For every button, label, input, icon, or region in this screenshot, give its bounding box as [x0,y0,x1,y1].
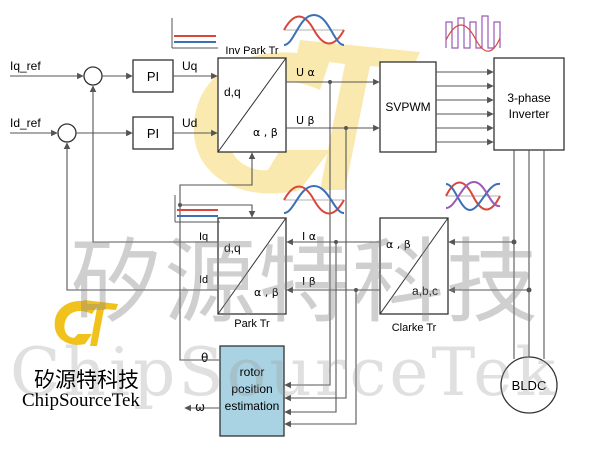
u-beta-label: U β [296,114,315,127]
uq-label: Uq [182,59,197,73]
i-beta-label: I β [302,275,316,288]
bldc-label: BLDC [512,378,547,393]
inverter-block [493,57,565,151]
clarke-title: Clarke Tr [392,322,437,334]
connections [10,68,545,428]
logo-text-chinese: 矽源特科技 [34,368,139,392]
pwm-wave-icon [445,15,501,52]
sum-junction-d [57,123,77,143]
inverter-label-line1: 3-phase [507,91,551,105]
inv-park-title: Inv Park Tr [225,45,279,57]
sum-junction-q [83,66,103,86]
iq-label: Iq [199,231,208,243]
clarke-in-label: α , β [386,238,411,251]
sine-wave-icon-bottom [283,184,345,215]
pi-q-block [132,59,174,93]
ud-label: Ud [182,116,197,130]
inv-park-in-label: d,q [224,85,241,99]
park-out-label: α , β [254,286,279,299]
omega-label: ω [195,400,205,414]
i-alpha-label: I α [302,230,316,243]
park-in-label: d,q [224,241,241,255]
park-divider [217,217,287,315]
iq-ref-label: Iq_ref [10,59,41,73]
rotor-label-line2: position [231,382,272,396]
three-phase-wave-icon [445,180,501,212]
u-alpha-label: U α [296,66,315,79]
theta-label: θ [201,351,208,365]
dc-levels-icon-bottom [174,195,220,223]
inverter-label-line2: Inverter [509,107,550,121]
id-ref-label: Id_ref [10,116,41,130]
pi-d-block [132,116,174,150]
pi-q-label: PI [147,69,159,84]
sine-wave-icon-top [283,13,345,46]
svpwm-block [379,61,437,153]
inv-park-divider [217,57,287,153]
id-label: Id [199,274,208,286]
clarke-divider [379,217,449,315]
rotor-label-line1: rotor [240,365,265,379]
pi-d-label: PI [147,126,159,141]
rotor-estimation-block [219,345,285,437]
park-title: Park Tr [234,318,270,330]
rotor-label-line3: estimation [225,399,280,413]
svpwm-label: SVPWM [385,100,430,114]
logo-text-english: ChipSourceTek [22,390,140,411]
junction-dots [178,80,532,293]
inv-park-out-label: α , β [253,126,278,139]
company-logo [54,300,118,346]
clarke-out-label: a,b,c [412,284,438,298]
dc-levels-icon-top [171,18,218,49]
